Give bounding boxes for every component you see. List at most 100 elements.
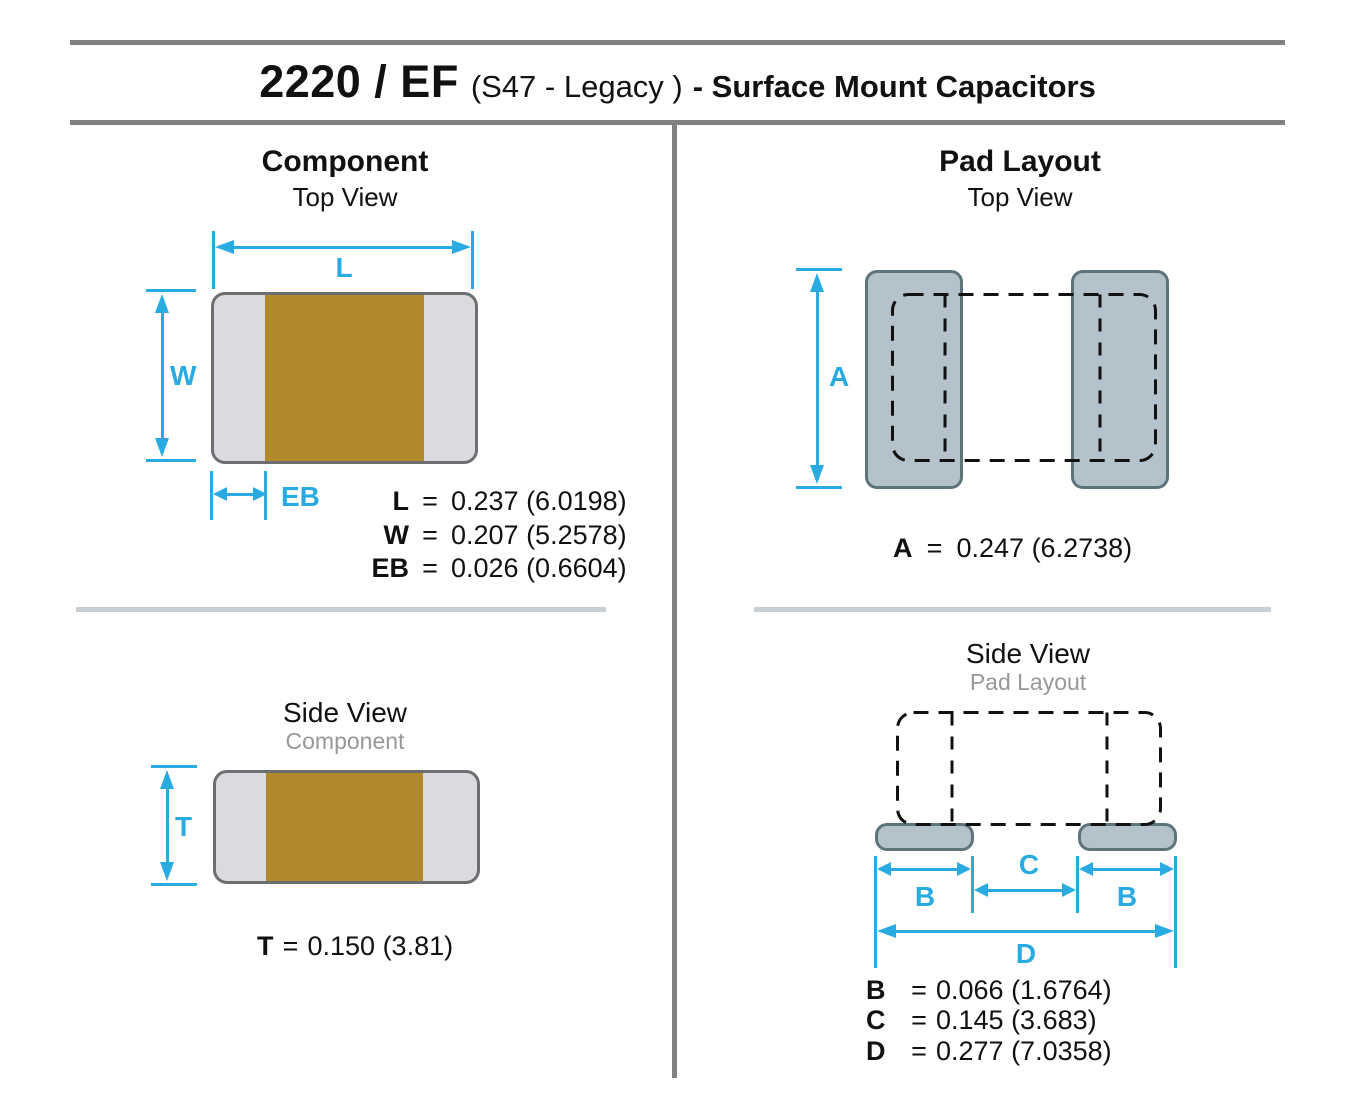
arrowhead-right-icon <box>1160 862 1174 876</box>
dim-B-left-label: B <box>914 881 936 912</box>
pad-side-values: B = 0.066 (1.6764) C = 0.145 (3.683) D =… <box>866 975 1112 1067</box>
part-code: 2220 / EF <box>259 56 459 107</box>
dim-line <box>796 268 842 271</box>
value-text: 0.237 (6.0198) <box>451 486 627 517</box>
capacitor-top-view <box>211 292 478 464</box>
dim-T-label: T <box>175 811 193 842</box>
dim-EB-arrow <box>213 487 267 501</box>
capacitor-side-view <box>213 770 480 884</box>
value-label: L <box>392 486 410 517</box>
equals-sign: = <box>422 519 438 550</box>
value-row: EB = 0.026 (0.6604) <box>345 553 627 584</box>
arrowhead-right-icon <box>452 240 471 254</box>
value-text: 0.207 (5.2578) <box>451 519 627 550</box>
equals-sign: = <box>911 974 927 1005</box>
dim-A-arrow <box>810 273 824 484</box>
value-text: 0.145 (3.683) <box>936 1005 1097 1036</box>
component-top-values: L = 0.237 (6.0198) W = 0.207 (5.2578) EB… <box>345 485 627 586</box>
page-title: 2220 / EF (S47 - Legacy ) - Surface Moun… <box>70 56 1285 108</box>
dim-B-right-arrow <box>1079 862 1174 876</box>
value-text: 0.150 (3.81) <box>307 931 454 961</box>
value-label: W <box>383 519 409 550</box>
equals-sign: = <box>926 533 943 563</box>
dim-line <box>146 459 196 462</box>
dim-B-left-arrow <box>877 862 971 876</box>
arrowhead-down-icon <box>810 465 824 484</box>
dim-line <box>1089 867 1164 871</box>
ceramic-body <box>266 773 423 881</box>
left-mid-divider <box>76 607 606 612</box>
dim-line <box>1174 856 1177 968</box>
side-view-component-title: Side View <box>282 697 407 728</box>
arrowhead-down-icon <box>155 438 169 457</box>
dim-C-label: C <box>1018 849 1040 880</box>
component-top-title: Component <box>261 145 429 178</box>
arrowhead-down-icon <box>160 862 174 881</box>
equals-sign: = <box>282 931 299 961</box>
dim-line <box>210 471 213 520</box>
pad-layout-value: A = 0.247 (6.2738) <box>893 533 1132 564</box>
arrowhead-right-icon <box>1155 924 1174 938</box>
series-label: (S47 - Legacy ) <box>470 69 683 104</box>
arrowhead-left-icon <box>877 924 896 938</box>
arrowhead-left-icon <box>1079 862 1093 876</box>
dim-A-label: A <box>829 361 850 392</box>
arrowhead-up-icon <box>160 770 174 789</box>
value-row: B = 0.066 (1.6764) <box>866 975 1112 1006</box>
vertical-divider <box>672 121 677 1078</box>
value-text: 0.026 (0.6604) <box>451 553 627 584</box>
side-view-pad-subtitle: Pad Layout <box>969 669 1087 695</box>
value-row: C = 0.145 (3.683) <box>866 1005 1112 1036</box>
dim-line <box>1076 856 1079 913</box>
dim-D-arrow <box>877 924 1174 938</box>
dim-L-arrow <box>215 240 471 254</box>
dim-line <box>874 856 877 968</box>
arrowhead-right-icon <box>1062 883 1076 897</box>
equals-sign: = <box>422 553 438 584</box>
dim-W-label: W <box>170 360 197 391</box>
dim-B-right-label: B <box>1116 881 1138 912</box>
value-row: L = 0.237 (6.0198) <box>345 486 627 517</box>
component-outline-dashed <box>891 293 1157 462</box>
title-underline <box>70 120 1285 125</box>
dim-line <box>471 231 474 289</box>
arrowhead-left-icon <box>974 883 988 897</box>
arrowhead-left-icon <box>215 240 234 254</box>
dim-T-arrow <box>160 770 174 881</box>
top-border <box>70 40 1285 45</box>
dim-L-label: L <box>335 252 353 283</box>
equals-sign: = <box>911 1035 927 1066</box>
dim-D-label: D <box>1015 938 1037 969</box>
value-label: C <box>866 1005 886 1036</box>
value-text: 0.066 (1.6764) <box>936 974 1112 1005</box>
dim-line <box>815 287 819 470</box>
value-label: D <box>866 1035 886 1066</box>
arrowhead-up-icon <box>810 273 824 292</box>
arrowhead-left-icon <box>877 862 891 876</box>
dim-line <box>887 867 961 871</box>
dim-line <box>146 289 196 292</box>
value-text: 0.277 (7.0358) <box>936 1035 1112 1066</box>
value-label: A <box>893 533 913 563</box>
arrowhead-up-icon <box>155 294 169 313</box>
dim-W-arrow <box>155 294 169 457</box>
dim-EB-label: EB <box>281 481 320 512</box>
pad-layout-subtitle: Top View <box>967 182 1073 212</box>
value-label: T <box>257 931 274 961</box>
dim-line <box>160 308 164 443</box>
product-label: - Surface Mount Capacitors <box>692 69 1096 104</box>
dim-line <box>891 929 1160 933</box>
side-view-component-subtitle: Component <box>285 728 405 754</box>
dim-line <box>223 492 257 496</box>
dim-line <box>151 883 197 886</box>
side-view-component-value: T = 0.150 (3.81) <box>257 931 453 962</box>
arrowhead-right-icon <box>253 487 267 501</box>
dim-C-arrow <box>974 883 1076 897</box>
dim-line <box>796 486 842 489</box>
side-view-pad-title: Side View <box>965 638 1090 669</box>
ceramic-body <box>265 295 424 461</box>
pad-layout-title: Pad Layout <box>939 145 1101 178</box>
arrowhead-left-icon <box>213 487 227 501</box>
component-outline-dashed-side <box>896 711 1162 826</box>
